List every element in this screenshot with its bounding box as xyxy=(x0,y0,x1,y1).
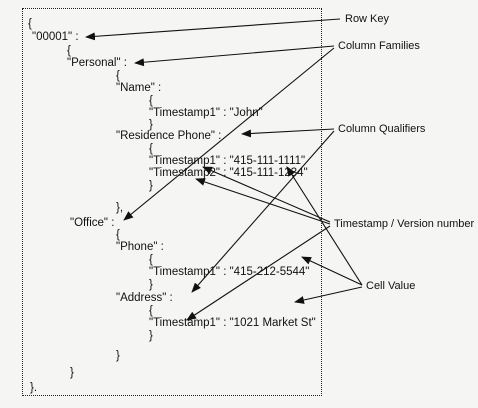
brace-address-close: } xyxy=(149,330,153,342)
column-families-label: Column Families xyxy=(338,40,420,52)
brace-res-open: { xyxy=(149,143,153,155)
residence-phone-qualifier-text: "Residence Phone" : xyxy=(116,130,222,142)
brace-name-open: { xyxy=(149,95,153,107)
brace-office-inner-close: } xyxy=(116,350,120,362)
column-qualifiers-label: Column Qualifiers xyxy=(338,123,426,135)
phone-qualifier-text: "Phone" : xyxy=(116,241,164,253)
timestamp-phone-arrow xyxy=(186,225,331,321)
brace-phone-open: { xyxy=(149,254,153,266)
office-family-text: "Office" : xyxy=(70,217,115,229)
brace-row-open: { xyxy=(67,45,71,57)
brace-office-open: { xyxy=(116,229,120,241)
timestamp-version-label: Timestamp / Version number xyxy=(334,218,475,230)
brace-phone-close: } xyxy=(149,279,153,291)
timestamp-res1-arrow xyxy=(202,166,331,223)
qualifier-residence-arrow xyxy=(241,128,335,138)
name-timestamp-text: "Timestamp1" : "John" xyxy=(149,107,263,119)
brace-personal-open: { xyxy=(116,70,120,82)
row-key-label: Row Key xyxy=(345,13,390,25)
timestamp-res2-arrow xyxy=(195,178,331,225)
brace-personal-close: }, xyxy=(116,202,124,214)
address-timestamp-text: "Timestamp1" : "1021 Market St" xyxy=(149,317,316,329)
brace-res-close: } xyxy=(149,180,153,192)
brace-name-close: } xyxy=(149,119,153,131)
qualifier-phone-arrow xyxy=(191,130,335,293)
cell-value-label: Cell Value xyxy=(366,280,416,292)
res-timestamp1-text: "Timestamp1" : "415-111-1111" xyxy=(149,155,306,167)
cell-value-phone-arrow xyxy=(301,256,363,286)
row-key-arrow xyxy=(85,18,341,41)
brace-outer-close: }. xyxy=(30,382,38,394)
cell-value-address-arrow xyxy=(294,286,363,304)
address-qualifier-text: "Address" : xyxy=(116,292,173,304)
brace-outer-open: { xyxy=(28,18,32,30)
cell-value-res-arrow xyxy=(286,166,363,286)
personal-family-text: "Personal" : xyxy=(67,57,127,69)
family-personal-arrow xyxy=(134,45,335,67)
family-office-arrow xyxy=(123,47,335,221)
brace-address-open: { xyxy=(149,305,153,317)
document-frame xyxy=(22,8,322,396)
name-qualifier-text: "Name" : xyxy=(116,82,162,94)
phone-timestamp-text: "Timestamp1" : "415-212-5544" xyxy=(149,266,310,278)
brace-office-close: } xyxy=(70,367,74,379)
row-key-text: "00001" : xyxy=(32,31,79,43)
